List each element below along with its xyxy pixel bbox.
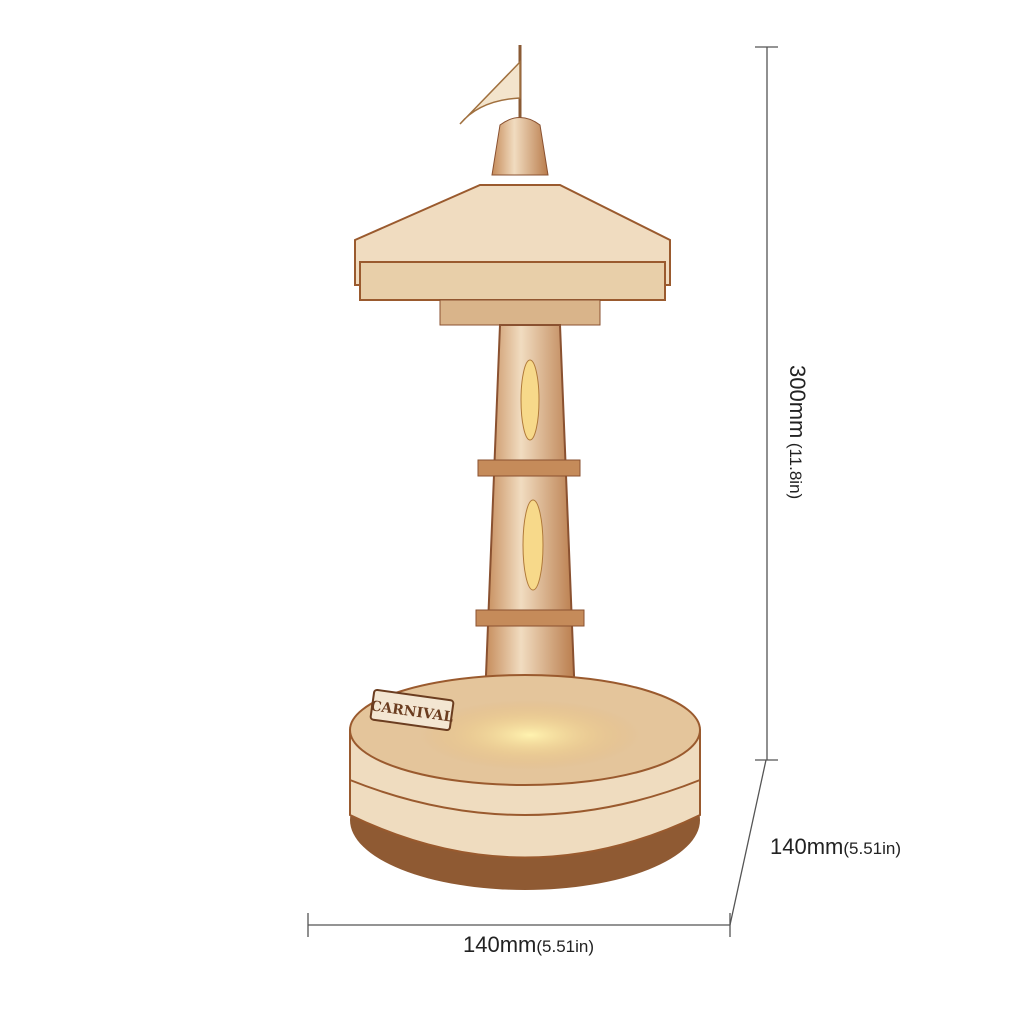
height-dimension-label: 300mm (11.8in) [784,365,810,499]
width-dimension-label: 140mm(5.51in) [463,932,594,958]
height-imperial: (11.8in) [786,442,805,500]
depth-dimension-label: 140mm(5.51in) [770,834,901,860]
carousel-base: CARNIVAL [349,674,701,890]
width-imperial: (5.51in) [536,937,594,956]
depth-metric: 140mm [770,834,844,859]
canopy-roof [354,184,671,326]
dimension-lines [307,46,778,937]
height-metric: 300mm [785,365,810,439]
width-metric: 140mm [463,932,537,957]
depth-imperial: (5.51in) [843,839,901,858]
tower [475,324,585,701]
flag [459,45,549,176]
